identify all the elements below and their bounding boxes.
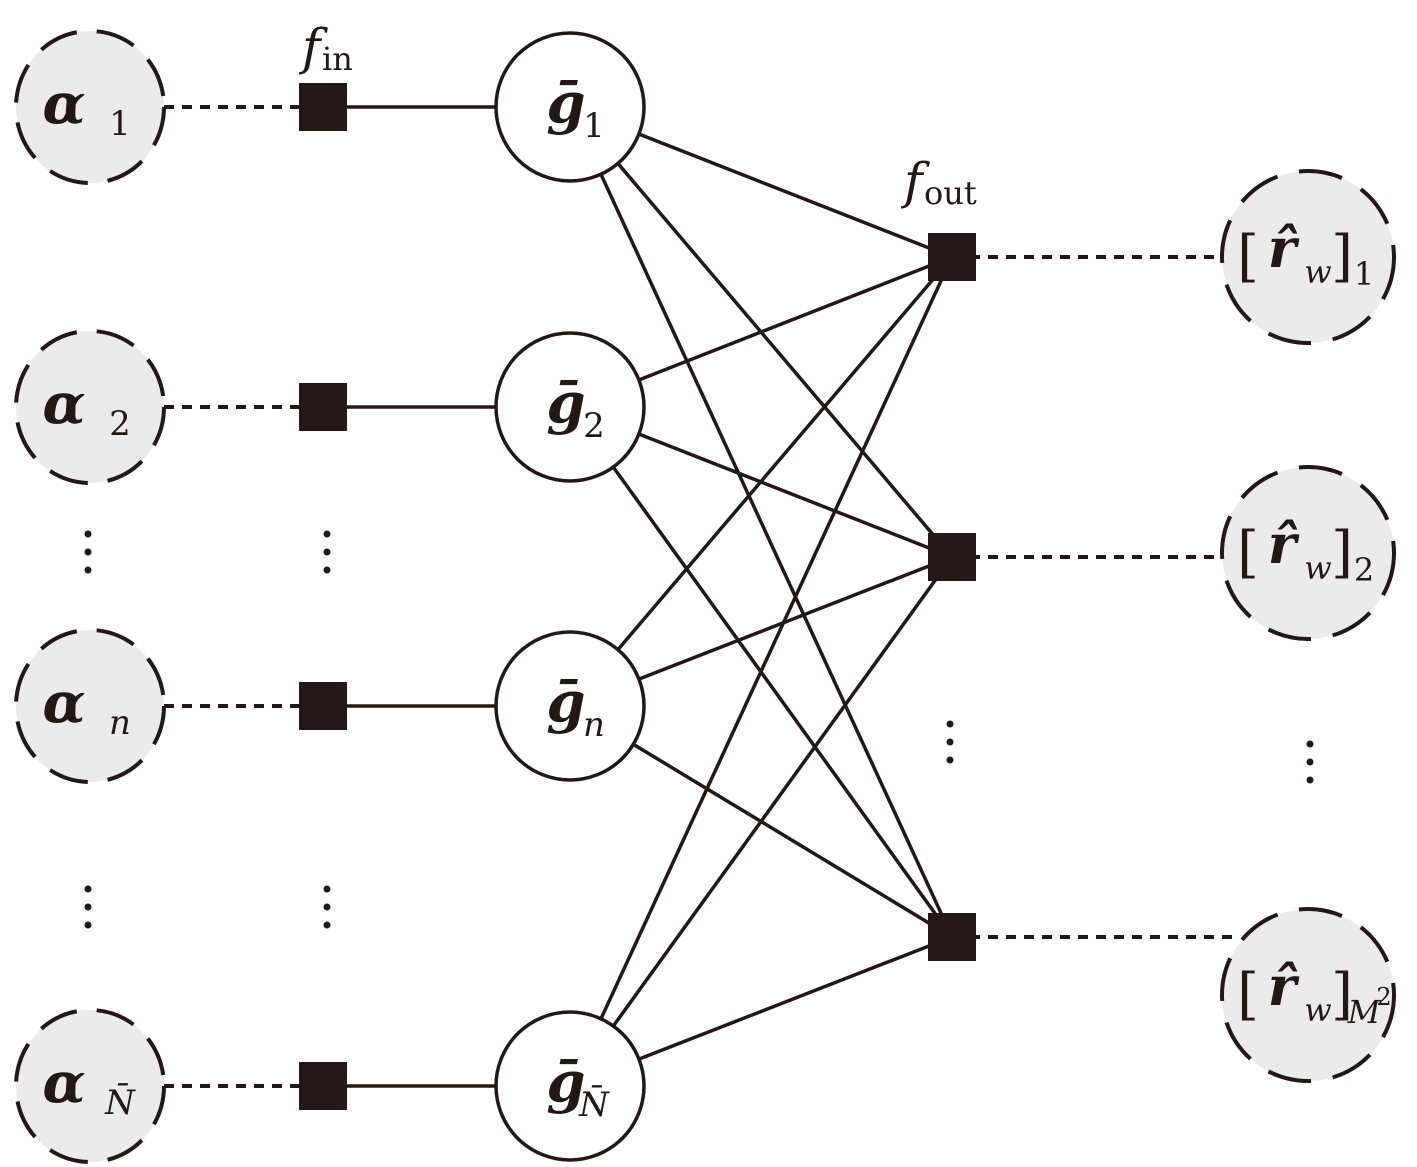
edge-g2-fout0 <box>568 255 954 708</box>
f-in-factor-3[interactable] <box>299 682 347 730</box>
ellipsis-r <box>1306 740 1314 784</box>
edge-g0-fout2 <box>568 106 954 938</box>
edge-g3-fout0 <box>568 256 954 1087</box>
f-out-factor-1[interactable] <box>928 233 976 281</box>
g-node-circle[interactable] <box>494 331 646 483</box>
ellipsis-fout <box>946 720 954 764</box>
alpha-node-label: α <box>42 1050 85 1116</box>
ellipsis-alpha-lower-dot-1 <box>84 903 92 911</box>
g-node-label: ḡ <box>546 71 585 137</box>
ellipsis-fin-lower-dot-1 <box>323 903 331 911</box>
labels-layer: f in f out <box>84 18 1314 929</box>
ellipsis-fin-upper-dot-2 <box>323 566 331 574</box>
alpha-node-alpha-Nbar[interactable]: α N̄ <box>14 1008 166 1164</box>
ellipsis-r-dot-0 <box>1306 740 1314 748</box>
ellipsis-r-dot-1 <box>1306 758 1314 766</box>
g-node-subscript: 2 <box>583 406 605 446</box>
ellipsis-alpha-upper-dot-0 <box>84 530 92 538</box>
g-node-g-Nbar[interactable]: ḡN̄ <box>494 1010 646 1162</box>
r-node-circle[interactable] <box>1220 169 1396 345</box>
ellipsis-fin-lower-dot-2 <box>323 921 331 929</box>
f-in-factor-1[interactable] <box>299 83 347 131</box>
alpha-node-subscript: n <box>109 703 131 743</box>
ellipsis-alpha-lower-dot-0 <box>84 885 92 893</box>
alpha-node-subscript: N̄ <box>104 1082 136 1123</box>
g-node-circle[interactable] <box>494 1010 646 1162</box>
ellipsis-alpha-upper-dot-2 <box>84 566 92 574</box>
alpha-node-subscript: 1 <box>109 104 131 144</box>
ellipsis-fout-dot-2 <box>946 756 954 764</box>
f-out-factor-3[interactable] <box>928 913 976 961</box>
f-in-factor-2[interactable] <box>299 383 347 431</box>
ellipsis-alpha-lower-dot-2 <box>84 921 92 929</box>
ellipsis-fin-upper-dot-0 <box>323 530 331 538</box>
alpha-node-circle[interactable] <box>14 1008 166 1164</box>
r-node-label: r̂ <box>1268 954 1300 1018</box>
r-node-r-M2[interactable]: [r̂w]M2 <box>1220 907 1396 1083</box>
r-node-subscript: 1 <box>1354 255 1374 293</box>
r-node-circle[interactable] <box>1220 907 1396 1083</box>
g-node-subscript: N̄ <box>578 1084 610 1125</box>
ellipsis-fout-dot-0 <box>946 720 954 728</box>
g-node-g-1[interactable]: ḡ1 <box>494 31 646 183</box>
alpha-node-label: α <box>42 670 85 736</box>
r-node-circle[interactable] <box>1220 465 1396 641</box>
r-node-close-bracket: ] <box>1331 962 1353 1027</box>
f-out-factor-2[interactable] <box>928 533 976 581</box>
g-node-subscript: 1 <box>583 106 605 146</box>
alpha-node-circle[interactable] <box>14 329 166 485</box>
ellipsis-fin-lower-dot-0 <box>323 885 331 893</box>
g-node-circle[interactable] <box>494 630 646 782</box>
g-node-label: ḡ <box>546 371 585 437</box>
r-node-inner-subscript: w <box>1304 991 1331 1029</box>
r-node-label: r̂ <box>1268 512 1300 576</box>
r-node-open-bracket: [ <box>1237 520 1259 585</box>
r-node-open-bracket: [ <box>1237 962 1259 1027</box>
alpha-node-label: α <box>42 71 85 137</box>
g-node-g-n[interactable]: ḡn <box>494 630 646 782</box>
f-in-label-sub: in <box>322 40 353 78</box>
alpha-node-subscript: 2 <box>109 404 131 444</box>
r-node-close-bracket: ] <box>1331 520 1353 585</box>
r-node-subscript: 2 <box>1354 551 1374 589</box>
r-node-label: r̂ <box>1268 216 1300 280</box>
r-node-close-bracket: ] <box>1331 224 1353 289</box>
alpha-node-circle[interactable] <box>14 628 166 784</box>
r-node-superscript: 2 <box>1376 983 1391 1011</box>
ellipsis-fin-upper-dot-1 <box>323 548 331 556</box>
ellipsis-alpha-lower <box>84 885 92 929</box>
g-node-g-2[interactable]: ḡ2 <box>494 331 646 483</box>
alpha-node-circle[interactable] <box>14 29 166 185</box>
r-node-open-bracket: [ <box>1237 224 1259 289</box>
ellipsis-alpha-upper-dot-1 <box>84 548 92 556</box>
ellipsis-fin-lower <box>323 885 331 929</box>
f-in-factor-4[interactable] <box>299 1062 347 1110</box>
alpha-node-label: α <box>42 371 85 437</box>
g-node-circle[interactable] <box>494 31 646 183</box>
r-node-r-1[interactable]: [r̂w]1 <box>1220 169 1396 345</box>
edge-g3-fout1 <box>568 555 954 1088</box>
r-node-r-2[interactable]: [r̂w]2 <box>1220 465 1396 641</box>
r-node-inner-subscript: w <box>1304 549 1331 587</box>
g-node-label: ḡ <box>546 670 585 736</box>
r-node-inner-subscript: w <box>1304 253 1331 291</box>
ellipsis-fin-upper <box>323 530 331 574</box>
g-node-label: ḡ <box>546 1050 585 1116</box>
ellipsis-fout-dot-1 <box>946 738 954 746</box>
ellipsis-alpha-upper <box>84 530 92 574</box>
edges-layer <box>164 105 1240 1088</box>
r-node-subscript: M <box>1347 993 1382 1031</box>
g-node-subscript: n <box>583 705 605 745</box>
f-out-label-sub: out <box>924 174 977 212</box>
ellipsis-r-dot-2 <box>1306 776 1314 784</box>
